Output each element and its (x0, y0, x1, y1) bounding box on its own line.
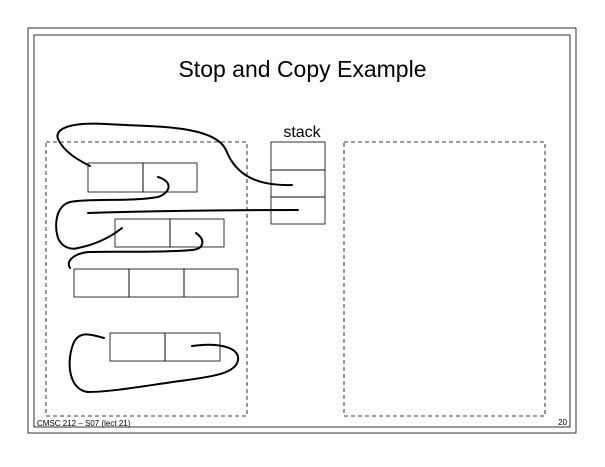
page-number: 20 (558, 418, 567, 427)
object-cell (169, 218, 225, 248)
object-cell (128, 268, 185, 298)
pointer-object-4-self-cycle (68, 333, 240, 393)
object-cell (183, 268, 239, 298)
outer-frame (27, 27, 577, 434)
object-cell (87, 162, 144, 193)
stack-cell (270, 141, 326, 171)
to-space-region (343, 141, 546, 417)
page-title: Stop and Copy Example (178, 56, 427, 82)
inner-frame (33, 34, 571, 428)
stack-label: stack (283, 124, 321, 141)
stack-cell (270, 169, 326, 198)
object-cell (109, 332, 166, 362)
heap-object-2 (114, 218, 225, 248)
pointer-stack-to-object-1 (56, 122, 293, 187)
pointer-curves (55, 122, 299, 393)
stack (270, 141, 326, 225)
heap-object-1 (87, 162, 198, 193)
footer-course-label: CMSC 212 – S07 (lect 21) (37, 419, 131, 428)
from-space-region (45, 141, 248, 417)
object-cell (142, 162, 198, 193)
pointer-object-1-to-object-2 (55, 176, 170, 250)
object-cell (164, 332, 221, 362)
heap-object-3 (73, 268, 239, 298)
object-cell (73, 268, 130, 298)
pointer-stack-to-object-3 (87, 209, 299, 214)
pointer-object-2-to-object-3 (67, 232, 204, 269)
heap-object-4 (109, 332, 221, 362)
object-cell (114, 218, 171, 248)
